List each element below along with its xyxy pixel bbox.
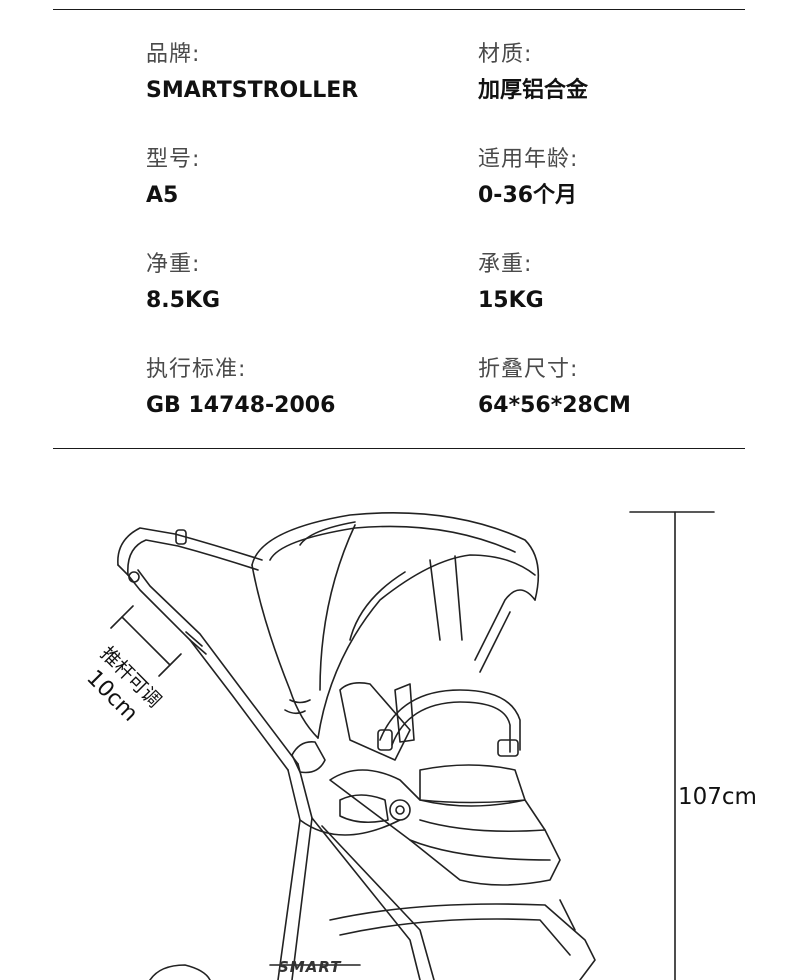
bumper-bar xyxy=(377,689,521,757)
spec-folded-size-label: 折叠尺寸: xyxy=(478,357,579,382)
spec-standard-label: 执行标准: xyxy=(146,357,247,382)
spec-load-value: 15KG xyxy=(478,288,544,313)
bottom-divider xyxy=(53,448,745,449)
seat xyxy=(329,682,561,886)
top-divider xyxy=(53,9,745,10)
height-value: 107cm xyxy=(678,784,757,810)
spec-net-weight-label: 净重: xyxy=(146,252,201,277)
push-handle xyxy=(117,527,299,771)
spec-load-label: 承重: xyxy=(478,252,533,277)
brand-mark: SMART xyxy=(278,958,342,976)
spec-material-label: 材质: xyxy=(478,42,533,67)
spec-folded-size: 折叠尺寸: 64*56*28CM xyxy=(478,357,631,419)
frame xyxy=(277,740,435,980)
spec-net-weight: 净重: 8.5KG xyxy=(146,252,220,314)
height-dimension-line xyxy=(629,511,715,980)
spec-material: 材质: 加厚铝合金 xyxy=(478,42,588,104)
spec-standard: 执行标准: GB 14748-2006 xyxy=(146,357,335,419)
spec-age: 适用年龄: 0-36个月 xyxy=(478,147,578,209)
spec-model: 型号: A5 xyxy=(146,147,200,209)
spec-brand-value: SMARTSTROLLER xyxy=(146,78,359,103)
basket-and-wheels xyxy=(149,899,596,980)
spec-material-value: 加厚铝合金 xyxy=(478,78,589,103)
spec-model-value: A5 xyxy=(146,183,179,208)
spec-net-weight-value: 8.5KG xyxy=(146,288,221,313)
spec-age-value: 0-36个月 xyxy=(478,183,578,208)
canopy xyxy=(251,511,540,739)
spec-standard-value: GB 14748-2006 xyxy=(146,393,336,418)
spec-brand-label: 品牌: xyxy=(146,42,201,67)
stroller-line-drawing xyxy=(110,511,715,980)
spec-model-label: 型号: xyxy=(146,147,201,172)
handle-adjust-dimension xyxy=(110,605,182,677)
spec-load: 承重: 15KG xyxy=(478,252,544,314)
spec-folded-size-value: 64*56*28CM xyxy=(478,393,631,418)
spec-age-label: 适用年龄: xyxy=(478,147,579,172)
spec-brand: 品牌: SMARTSTROLLER xyxy=(146,42,358,104)
